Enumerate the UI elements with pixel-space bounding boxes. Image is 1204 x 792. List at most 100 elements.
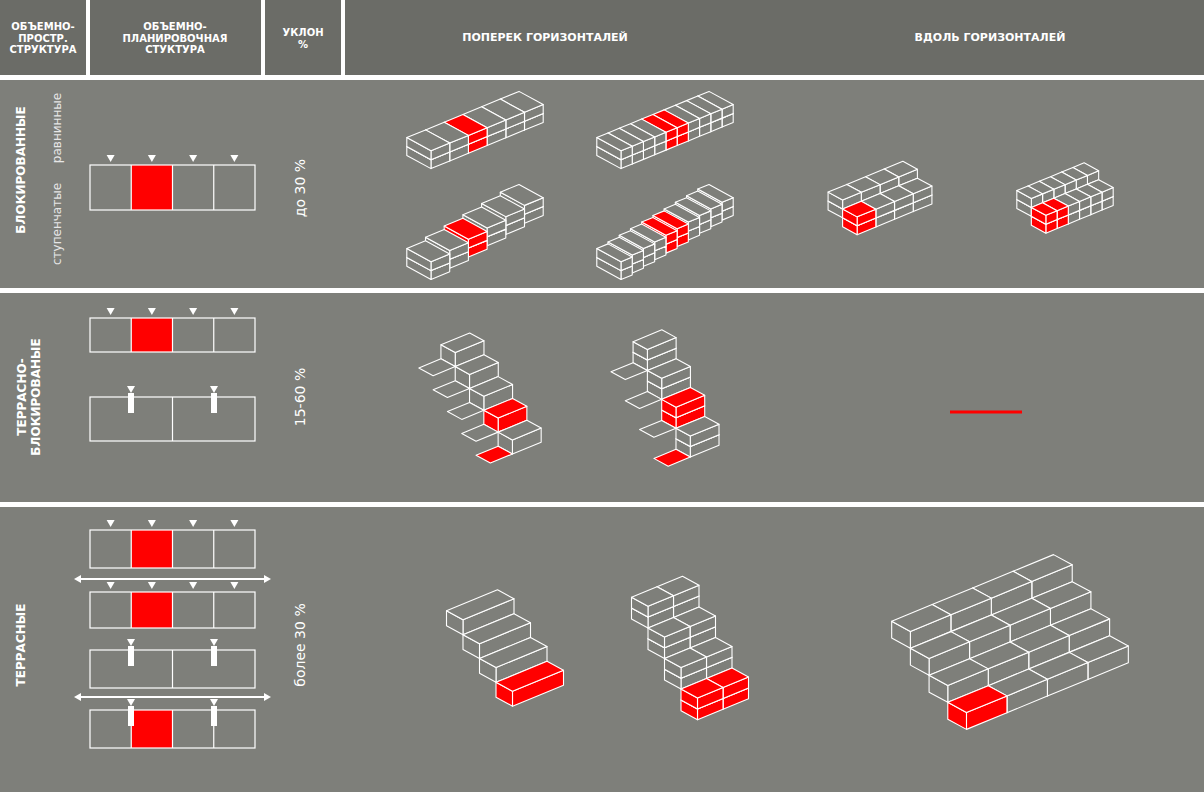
highlighted-face xyxy=(662,388,705,408)
unit-divider xyxy=(213,318,214,352)
volume-top xyxy=(892,605,951,632)
volume-top xyxy=(632,587,674,607)
volume-top xyxy=(676,416,719,436)
unit-divider xyxy=(172,318,173,352)
row-label: БЛОКИРОВАННЫЕ xyxy=(15,106,29,233)
plan-outline xyxy=(90,592,255,628)
volume-top xyxy=(498,420,541,440)
unit-divider xyxy=(213,592,214,628)
row-separator xyxy=(0,288,1204,293)
access-gallery xyxy=(80,696,265,698)
terrace-slab xyxy=(462,424,498,441)
entrance-arrow xyxy=(148,155,156,162)
volume-top xyxy=(470,377,513,397)
entrance-arrow xyxy=(230,308,238,315)
highlighted-face xyxy=(843,201,876,217)
highlighted-face xyxy=(1031,203,1057,216)
highlighted-unit xyxy=(131,318,172,352)
entrance-arrow xyxy=(107,155,115,162)
plan-scheme xyxy=(90,155,255,210)
entrance-arrow xyxy=(210,386,218,393)
highlighted-unit xyxy=(131,530,172,568)
entrance-arrow xyxy=(210,639,218,646)
plan-scheme xyxy=(90,308,255,352)
stair-symbol xyxy=(211,393,217,413)
volume-top xyxy=(407,241,450,262)
entrance-arrow xyxy=(107,582,115,589)
header-cell-text: ОБЪЕМНО-ПРОСТР. СТРУКТУРА xyxy=(3,21,83,56)
slope-value: до 30 % xyxy=(292,159,308,217)
terrace-slab xyxy=(433,381,469,398)
plan-outline xyxy=(90,165,255,210)
terrace-slab xyxy=(611,363,647,380)
entrance-arrow xyxy=(127,386,135,393)
building-volume xyxy=(1017,163,1113,233)
plan-outline xyxy=(90,318,255,352)
highlighted-face xyxy=(496,661,564,691)
volume-top xyxy=(455,355,498,375)
plan-scheme xyxy=(74,575,271,628)
highlighted-face xyxy=(654,449,690,466)
unit-divider xyxy=(172,397,173,441)
terrace-slab xyxy=(447,402,483,419)
volume-top xyxy=(597,244,632,262)
building-volume xyxy=(597,184,733,279)
header-cell xyxy=(345,0,1204,75)
volume-top xyxy=(828,184,861,200)
volume-top xyxy=(633,330,676,350)
subtype-label: равнинные xyxy=(51,93,65,163)
volume-top xyxy=(480,638,548,668)
entrance-arrow xyxy=(210,699,218,706)
entrance-arrow xyxy=(148,308,156,315)
building-volume xyxy=(597,91,733,168)
unit-divider xyxy=(131,592,132,628)
header-cell xyxy=(265,0,341,75)
unit-divider xyxy=(131,530,132,568)
entrance-arrow xyxy=(189,308,197,315)
volume-top xyxy=(597,133,632,151)
unit-divider xyxy=(172,650,173,688)
entrance-arrow xyxy=(148,520,156,527)
building-volume xyxy=(419,333,541,463)
entrance-arrow xyxy=(230,582,238,589)
gallery-arrow xyxy=(74,693,81,701)
building-volume xyxy=(828,161,932,234)
unit-divider xyxy=(213,165,214,210)
unit-divider xyxy=(172,530,173,568)
plan-scheme xyxy=(74,693,271,748)
entrance-arrow xyxy=(230,155,238,162)
volume-top xyxy=(1017,186,1043,199)
plan-outline xyxy=(90,530,255,568)
plan-scheme xyxy=(90,520,255,568)
header-cell-text: УКЛОН % xyxy=(278,27,328,50)
volume-top xyxy=(441,333,484,353)
highlighted-unit xyxy=(131,710,172,748)
building-volume xyxy=(611,330,719,466)
highlighted-unit xyxy=(131,165,172,210)
highlighted-face xyxy=(476,446,512,463)
volume-top xyxy=(929,659,988,686)
entrance-arrow xyxy=(189,520,197,527)
entrance-arrow xyxy=(107,308,115,315)
gallery-arrow xyxy=(264,693,271,701)
highlighted-face xyxy=(681,679,723,699)
volume-top xyxy=(910,632,969,659)
building-volume xyxy=(892,555,1129,730)
row-label: ТЕРРАСНО-БЛОКИРОВАНЫЕ xyxy=(16,335,44,459)
entrance-arrow xyxy=(230,520,238,527)
column-header: ВДОЛЬ ГОРИЗОНТАЛЕЙ xyxy=(915,32,1066,45)
entrance-arrow xyxy=(127,639,135,646)
stair-symbol xyxy=(211,646,217,666)
column-header: ПОПЕРЕК ГОРИЗОНТАЛЕЙ xyxy=(462,32,628,45)
highlighted-unit xyxy=(131,592,172,628)
unit-divider xyxy=(172,592,173,628)
volume-top xyxy=(665,648,707,668)
row-separator xyxy=(0,502,1204,507)
building-volume xyxy=(407,91,543,168)
unit-divider xyxy=(131,165,132,210)
header-frame xyxy=(0,0,1204,80)
plan-outline xyxy=(90,397,255,441)
highlighted-face xyxy=(484,398,527,418)
